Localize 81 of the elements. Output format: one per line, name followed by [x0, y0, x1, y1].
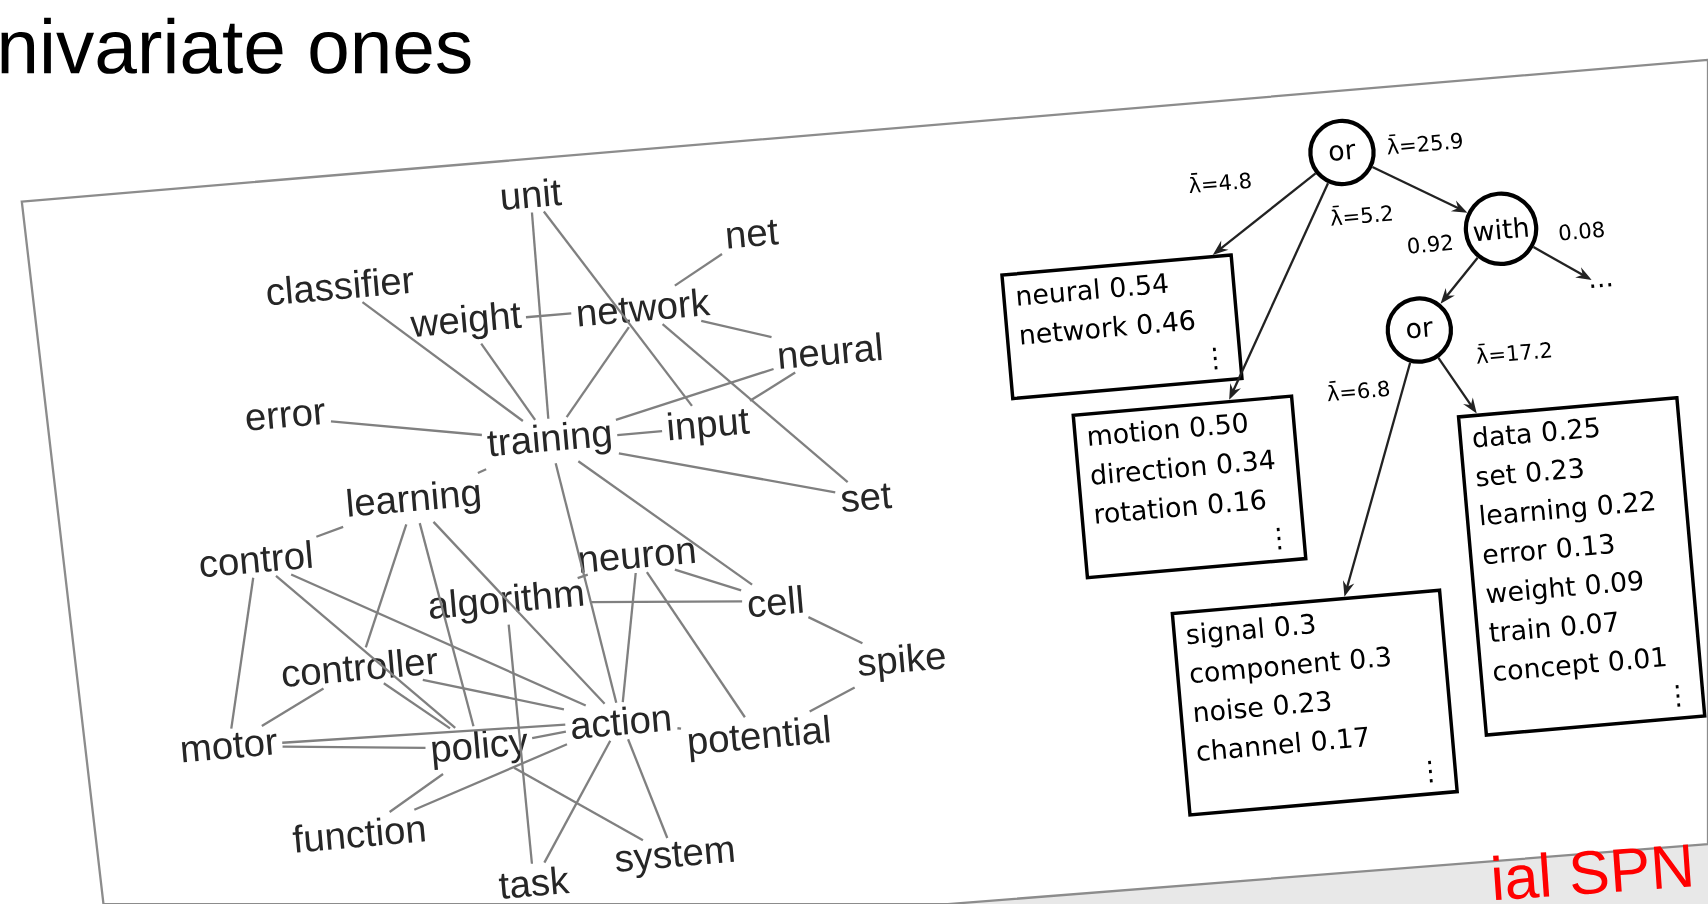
- connector-line: [621, 572, 637, 703]
- connector-line: [422, 678, 565, 711]
- connector-line: [661, 323, 849, 483]
- word-label: controller: [282, 648, 437, 687]
- connector-line: [645, 571, 746, 718]
- connector-line: [554, 462, 618, 703]
- connector-line: [590, 600, 743, 604]
- ellipsis-text: ...: [1591, 282, 1612, 288]
- distribution-box: neural 0.54 network 0.46 ⋮: [1000, 253, 1244, 401]
- connector-line: [507, 624, 534, 864]
- connector-line: [617, 429, 663, 437]
- connector-line: [432, 521, 606, 705]
- connector-line: [749, 371, 796, 402]
- connector-line: [383, 682, 451, 730]
- word-label: neural: [778, 332, 882, 369]
- word-label: action: [572, 706, 671, 739]
- word-label: motor: [181, 732, 277, 763]
- connector-line: [282, 723, 566, 744]
- word-label: potential: [688, 714, 830, 763]
- edge-label: 0.92: [1404, 231, 1457, 256]
- connector-line: [315, 525, 344, 538]
- connector-line: [674, 253, 723, 287]
- connector-line: [261, 687, 325, 727]
- edge-label: λ̄=17.2: [1472, 335, 1556, 366]
- connector-line: [364, 523, 408, 648]
- connector-line: [413, 743, 568, 811]
- connector-line: [674, 568, 742, 592]
- distribution-box: motion 0.50 direction 0.34 rotation 0.16 ⋮: [1071, 394, 1308, 580]
- word-label: unit: [501, 178, 563, 210]
- word-label: spike: [858, 643, 945, 682]
- word-label: input: [667, 408, 750, 446]
- edge-label: λ̄=25.9: [1383, 126, 1467, 157]
- connector-line: [577, 573, 589, 580]
- connector-line: [543, 740, 612, 864]
- word-label: control: [200, 539, 312, 577]
- connector-line: [807, 616, 863, 645]
- word-label: task: [498, 866, 570, 899]
- connector-line: [388, 773, 444, 813]
- word-label: error: [246, 403, 325, 431]
- connector-line: [361, 301, 524, 422]
- word-label: set: [842, 483, 893, 512]
- edge-label: 0.08: [1555, 218, 1608, 243]
- connector-line: [230, 577, 255, 729]
- word-label: algorithm: [430, 581, 584, 624]
- edge-label: λ̄=6.8: [1323, 374, 1393, 404]
- connector-line: [809, 686, 856, 713]
- word-label: learning: [347, 481, 481, 517]
- word-label: training: [487, 421, 611, 457]
- connector-line: [615, 367, 774, 421]
- connector-line: [577, 460, 753, 586]
- connector-line: [480, 342, 537, 421]
- connector-line: [530, 212, 550, 419]
- circle-node: or: [1308, 118, 1376, 187]
- connector-line: [525, 312, 572, 319]
- connector-line: [282, 745, 426, 749]
- edge-label: λ̄=5.2: [1327, 198, 1397, 229]
- connector-line: [330, 420, 482, 437]
- connector-line: [418, 522, 475, 727]
- connector-line: [513, 766, 644, 842]
- connector-line: [542, 210, 693, 407]
- word-label: function: [292, 817, 425, 853]
- heading: nivariate ones: [1, 17, 471, 74]
- slide-caption: ial SPN: [1493, 844, 1691, 901]
- word-label: network: [577, 288, 711, 327]
- connector-line: [531, 730, 567, 740]
- connector-line: [677, 727, 682, 730]
- connector-line: [627, 738, 669, 839]
- word-label: cell: [748, 584, 803, 617]
- word-label: net: [726, 219, 779, 249]
- word-label: policy: [432, 729, 528, 771]
- connector-line: [290, 573, 587, 707]
- edge-label: λ̄=4.8: [1185, 166, 1255, 196]
- circle-node: with: [1463, 191, 1539, 266]
- connector-line: [275, 574, 456, 729]
- connector-line: [618, 452, 836, 494]
- connector-line: [477, 468, 487, 474]
- connector-line: [565, 326, 630, 418]
- word-label: system: [616, 841, 734, 878]
- connector-line: [700, 319, 772, 339]
- circle-node: or: [1385, 296, 1454, 364]
- word-label: neuron: [579, 542, 695, 573]
